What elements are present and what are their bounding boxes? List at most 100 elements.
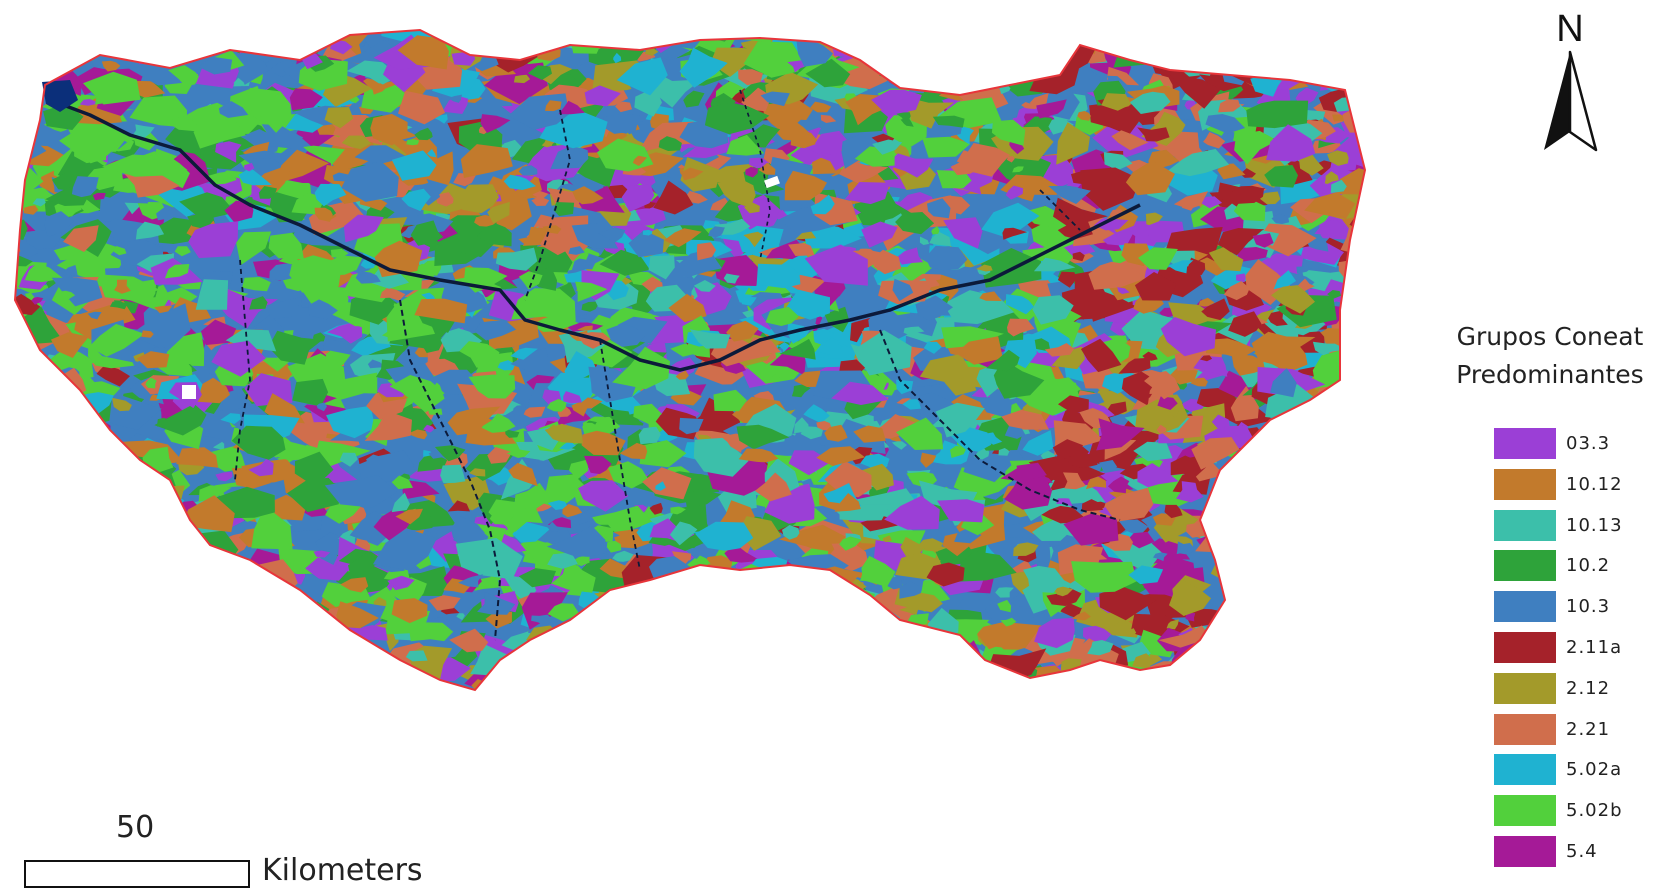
soil-patch [364, 410, 412, 441]
legend-item: 5.02a [1494, 754, 1654, 788]
soil-patch [338, 646, 374, 670]
soil-patch [1181, 30, 1243, 63]
soil-patch [15, 646, 24, 657]
soil-patch [223, 608, 252, 624]
soil-patch [251, 618, 272, 629]
soil-patch [1226, 480, 1257, 504]
soil-patch [113, 246, 127, 256]
soil-patch [546, 525, 607, 557]
legend-label: 10.13 [1566, 514, 1623, 536]
soil-patch [1337, 68, 1349, 75]
soil-patch [987, 51, 1012, 77]
soil-patch [709, 611, 748, 633]
soil-patch [861, 221, 898, 248]
soil-patch [1187, 257, 1206, 276]
soil-patch [743, 231, 764, 248]
soil-patch [915, 295, 953, 321]
soil-patch [324, 474, 397, 508]
soil-patch [824, 30, 884, 49]
soil-patch [1316, 630, 1341, 642]
legend-label: 03.3 [1566, 433, 1611, 454]
soil-patch [1198, 297, 1215, 307]
soil-patch [240, 30, 292, 46]
soil-patch [56, 606, 94, 641]
soil-patch [926, 53, 948, 64]
legend-label: 5.02b [1566, 800, 1623, 822]
soil-patch [869, 31, 907, 52]
soil-patch [1096, 418, 1145, 451]
soil-patch [1285, 584, 1320, 611]
soil-patch [15, 265, 30, 288]
soil-patch [233, 77, 246, 86]
soil-patch [149, 394, 163, 401]
soil-patch [717, 177, 756, 208]
soil-patch [235, 640, 276, 662]
soil-patch [1282, 541, 1310, 556]
soil-patch [179, 192, 236, 221]
soil-patch [1255, 621, 1290, 647]
soil-patch [24, 563, 80, 588]
soil-patch [260, 31, 273, 38]
soil-patch [238, 167, 272, 186]
soil-patch [881, 659, 926, 685]
soil-patch [26, 657, 48, 670]
soil-patch [327, 323, 363, 344]
soil-patch [251, 506, 293, 550]
soil-patch [1053, 197, 1108, 226]
soil-patch [926, 562, 965, 587]
soil-patch [1083, 625, 1112, 644]
soil-patch [339, 452, 358, 467]
soil-patch [361, 656, 391, 674]
soil-patch [268, 232, 304, 260]
soil-patch [1336, 304, 1365, 328]
soil-patch [854, 330, 912, 376]
soil-patch [903, 326, 925, 336]
soil-patch [134, 30, 191, 64]
soil-patch [240, 579, 262, 601]
soil-patch [566, 662, 587, 673]
soil-patch [1330, 540, 1352, 555]
soil-patch [489, 508, 516, 525]
soil-patch [229, 674, 250, 686]
soil-patch [1225, 526, 1243, 540]
soil-patch [1345, 591, 1365, 623]
soil-patch [1194, 257, 1230, 276]
soil-patch [326, 630, 347, 644]
soil-patch [1232, 624, 1248, 635]
soil-patch [1203, 132, 1226, 149]
soil-patch [989, 646, 1006, 655]
soil-patch [164, 264, 190, 279]
soil-patch [1089, 102, 1142, 136]
soil-patch [1247, 506, 1278, 522]
soil-patch [314, 207, 333, 222]
soil-patch [815, 646, 836, 662]
soil-patch [181, 495, 235, 533]
soil-patch [200, 319, 237, 345]
soil-patch [1340, 559, 1365, 591]
soil-patch [417, 454, 448, 472]
soil-patch [136, 351, 170, 369]
soil-patch [24, 263, 64, 283]
soil-patch [487, 447, 513, 464]
soil-patch [348, 649, 383, 670]
soil-patch [973, 622, 1042, 650]
soil-patch [500, 37, 516, 46]
soil-patch [1175, 30, 1225, 52]
soil-patch [15, 414, 62, 447]
soil-patch [306, 636, 334, 653]
soil-patch [1159, 307, 1175, 318]
soil-patch [1229, 677, 1263, 690]
soil-patch [831, 381, 889, 405]
soil-patch [1249, 640, 1275, 663]
soil-patch [827, 617, 868, 650]
soil-patch [979, 432, 1003, 445]
soil-patch [700, 664, 735, 689]
soil-patch [1209, 653, 1270, 673]
soil-patch [1326, 449, 1354, 467]
soil-patch [164, 603, 177, 615]
soil-patch [1306, 524, 1327, 536]
legend-item: 03.3 [1494, 428, 1654, 462]
soil-patch [649, 502, 663, 515]
soil-patch [1069, 33, 1109, 45]
soil-patch [146, 562, 194, 588]
